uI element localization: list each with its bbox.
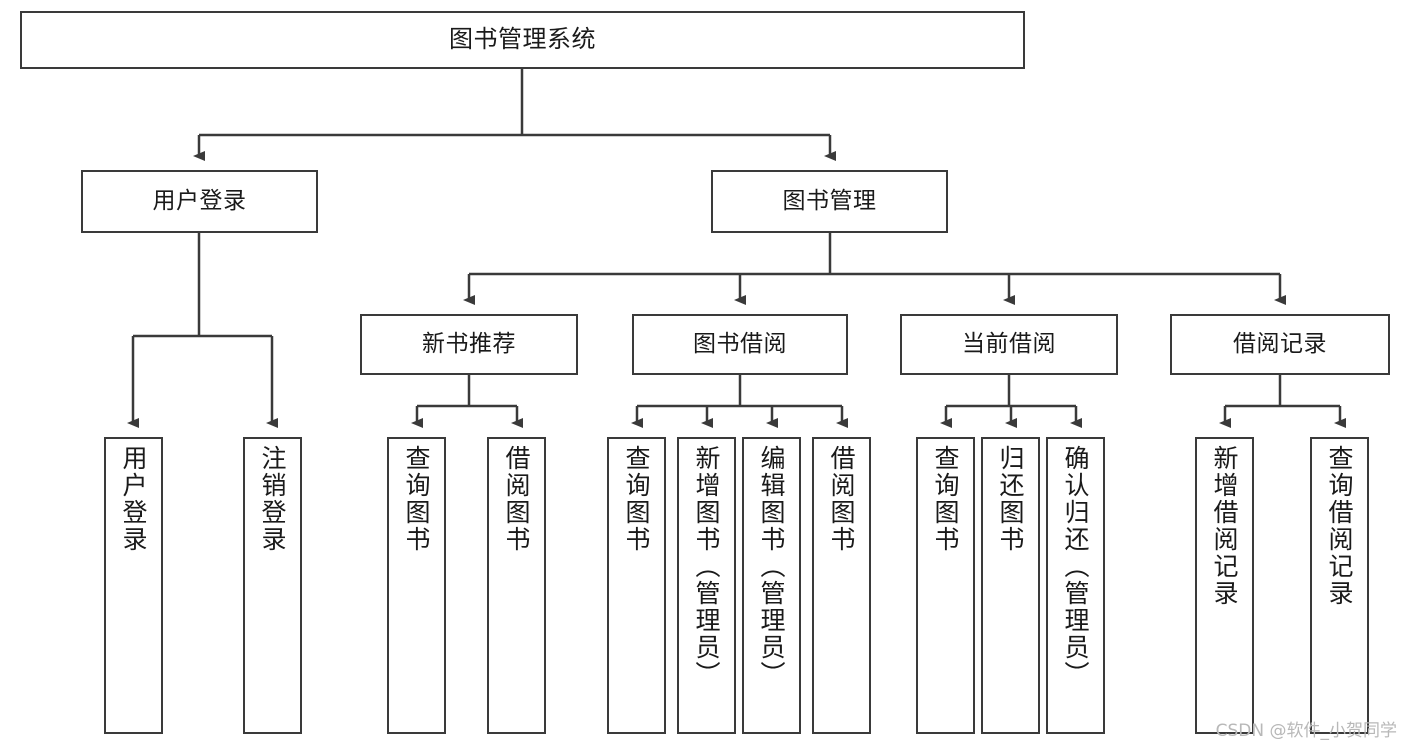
node-leaf-query-book-2[interactable]: 查询图书 — [607, 437, 666, 734]
node-root-system[interactable]: 图书管理系统 — [20, 11, 1025, 69]
node-leaf-borrow-book-1[interactable]: 借阅图书 — [487, 437, 546, 734]
node-leaf-add-record-label: 新增借阅记录 — [1210, 445, 1239, 607]
node-leaf-query-record[interactable]: 查询借阅记录 — [1310, 437, 1369, 734]
node-leaf-return-book-label: 归还图书 — [996, 445, 1025, 553]
node-leaf-query-book-1-label: 查询图书 — [402, 445, 431, 553]
node-book-borrow-label: 图书借阅 — [693, 331, 787, 358]
node-new-book-rec[interactable]: 新书推荐 — [360, 314, 578, 375]
node-leaf-add-book-label: 新增图书（管理员） — [692, 445, 721, 688]
node-leaf-query-record-label: 查询借阅记录 — [1325, 445, 1354, 607]
node-leaf-logout[interactable]: 注销登录 — [243, 437, 302, 734]
node-book-borrow[interactable]: 图书借阅 — [632, 314, 848, 375]
node-leaf-confirm-return[interactable]: 确认归还（管理员） — [1046, 437, 1105, 734]
node-leaf-borrow-book-2-label: 借阅图书 — [827, 445, 856, 553]
node-user-login[interactable]: 用户登录 — [81, 170, 318, 233]
node-leaf-add-record[interactable]: 新增借阅记录 — [1195, 437, 1254, 734]
node-borrow-record-label: 借阅记录 — [1233, 331, 1327, 358]
node-leaf-logout-label: 注销登录 — [258, 445, 287, 553]
node-book-manage[interactable]: 图书管理 — [711, 170, 948, 233]
node-leaf-confirm-return-label: 确认归还（管理员） — [1061, 445, 1090, 688]
node-user-login-label: 用户登录 — [152, 188, 247, 215]
node-leaf-edit-book-label: 编辑图书（管理员） — [757, 445, 786, 688]
node-leaf-user-login[interactable]: 用户登录 — [104, 437, 163, 734]
node-leaf-edit-book[interactable]: 编辑图书（管理员） — [742, 437, 801, 734]
node-leaf-add-book[interactable]: 新增图书（管理员） — [677, 437, 736, 734]
node-borrow-record[interactable]: 借阅记录 — [1170, 314, 1390, 375]
node-leaf-user-login-label: 用户登录 — [119, 445, 148, 553]
node-leaf-return-book[interactable]: 归还图书 — [981, 437, 1040, 734]
node-book-manage-label: 图书管理 — [782, 188, 877, 215]
node-leaf-borrow-book-1-label: 借阅图书 — [502, 445, 531, 553]
node-leaf-borrow-book-2[interactable]: 借阅图书 — [812, 437, 871, 734]
node-current-borrow-label: 当前借阅 — [962, 331, 1056, 358]
node-leaf-query-book-2-label: 查询图书 — [622, 445, 651, 553]
node-leaf-query-book-3-label: 查询图书 — [931, 445, 960, 553]
node-current-borrow[interactable]: 当前借阅 — [900, 314, 1118, 375]
node-leaf-query-book-1[interactable]: 查询图书 — [387, 437, 446, 734]
node-leaf-query-book-3[interactable]: 查询图书 — [916, 437, 975, 734]
node-new-book-rec-label: 新书推荐 — [422, 331, 516, 358]
node-root-label: 图书管理系统 — [449, 25, 596, 54]
